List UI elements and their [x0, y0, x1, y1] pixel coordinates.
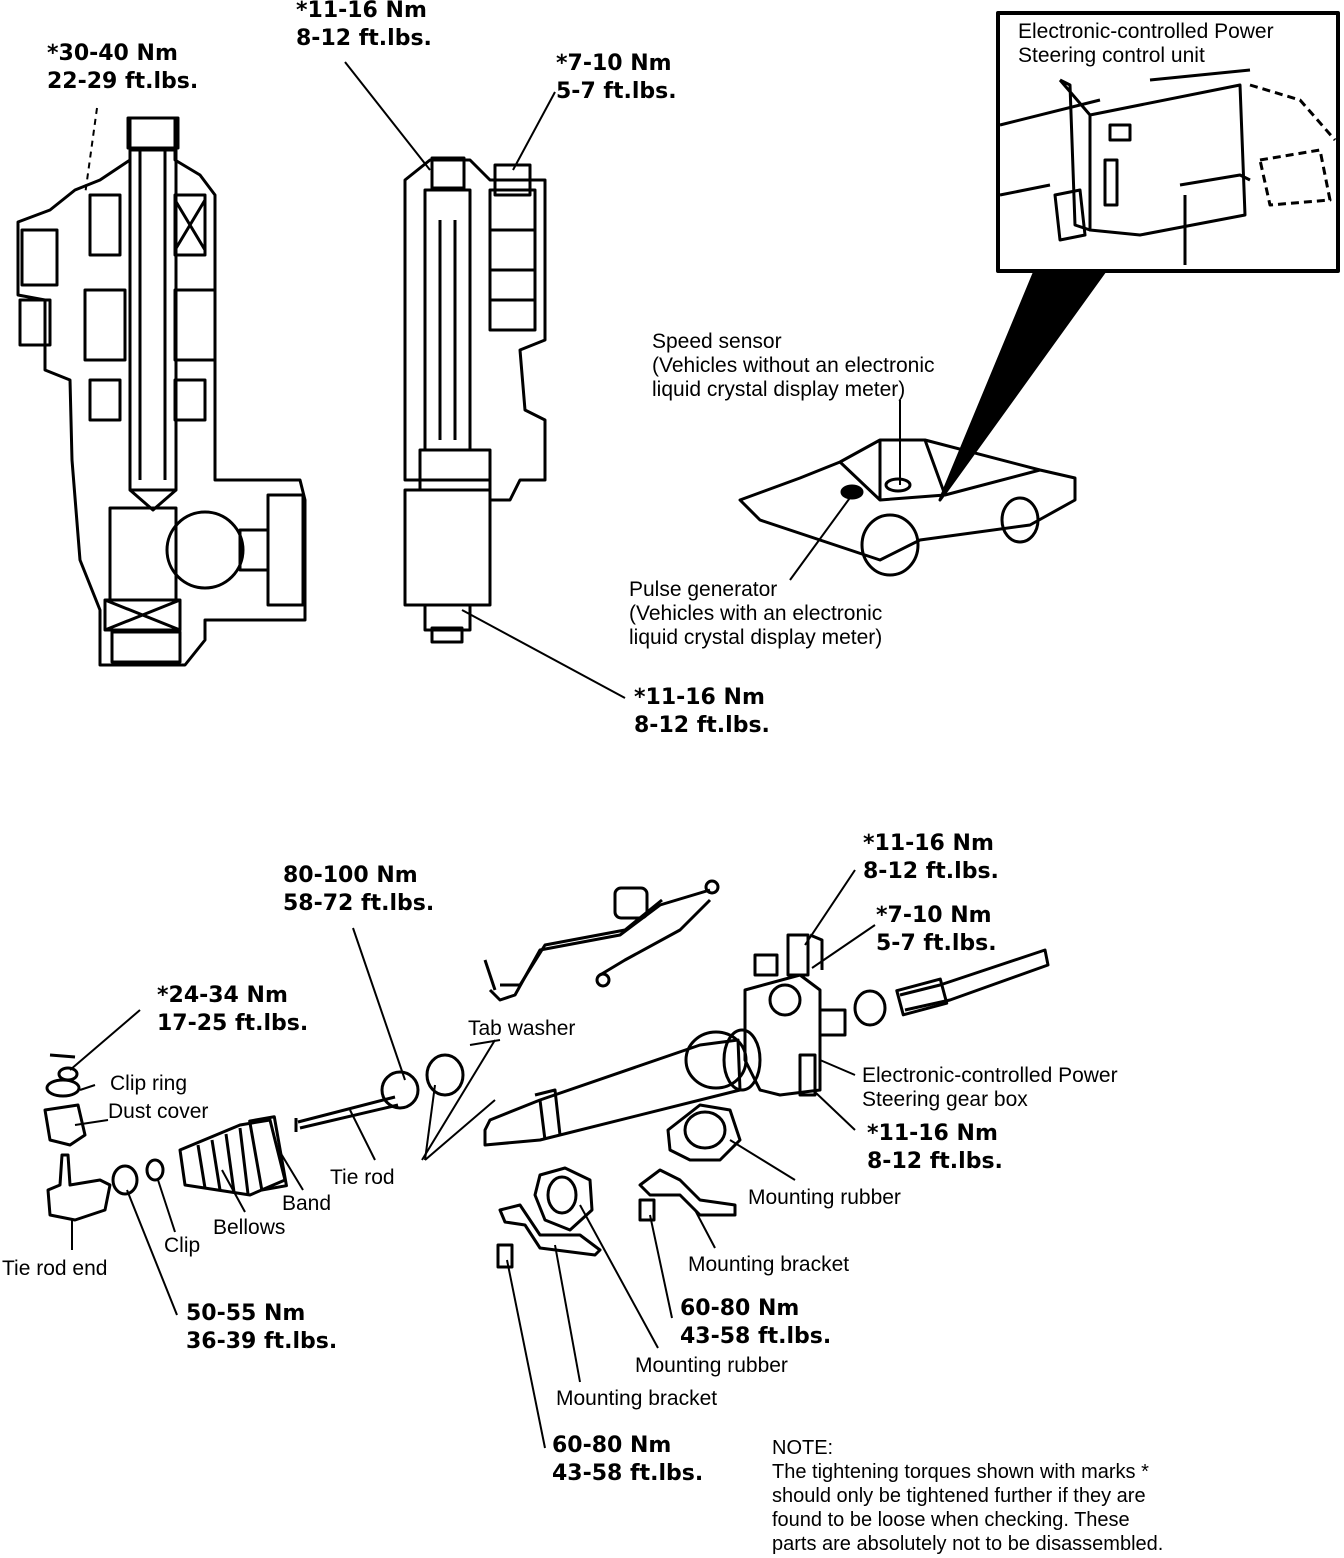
rack-and-pinion-exploded — [43, 879, 1050, 1269]
label-speed-sensor: Speed sensor(Vehicles without an electro… — [652, 330, 935, 401]
note-line: found to be loose when checking. These — [772, 1509, 1130, 1531]
label-mounting-rubber-upper: Mounting rubber — [748, 1186, 901, 1209]
control-unit-inset — [996, 11, 1340, 273]
label-tie-rod-end: Tie rod end — [2, 1257, 108, 1280]
label-bellows: Bellows — [213, 1216, 286, 1239]
label-dust-cover: Dust cover — [108, 1100, 209, 1123]
label-mounting-rubber-lower: Mounting rubber — [635, 1354, 788, 1377]
label-clip: Clip — [164, 1234, 201, 1257]
car-outline — [738, 438, 1077, 577]
inset-callout-wedge — [938, 269, 1107, 502]
gear-box-cross-section — [16, 116, 307, 667]
leader-lines — [69, 61, 901, 1449]
label-pulse-generator: Pulse generator(Vehicles with an electro… — [629, 578, 883, 649]
label-clip-ring: Clip ring — [110, 1072, 188, 1095]
label-mounting-bracket-upper: Mounting bracket — [688, 1253, 850, 1276]
label-tab-washer: Tab washer — [468, 1017, 576, 1040]
note-line: The tightening torques shown with marks … — [772, 1461, 1149, 1483]
label-mounting-bracket-lower: Mounting bracket — [556, 1387, 718, 1410]
label-tie-rod: Tie rod — [330, 1166, 395, 1189]
note-line: parts are absolutely not to be disassemb… — [772, 1533, 1164, 1555]
note-title: NOTE: — [772, 1437, 834, 1459]
solenoid-valve-cross-section — [403, 156, 547, 644]
label-band: Band — [282, 1192, 332, 1215]
note-line: should only be tightened further if they… — [772, 1485, 1146, 1507]
note-block: NOTE: The tightening torques shown with … — [772, 1436, 1163, 1556]
